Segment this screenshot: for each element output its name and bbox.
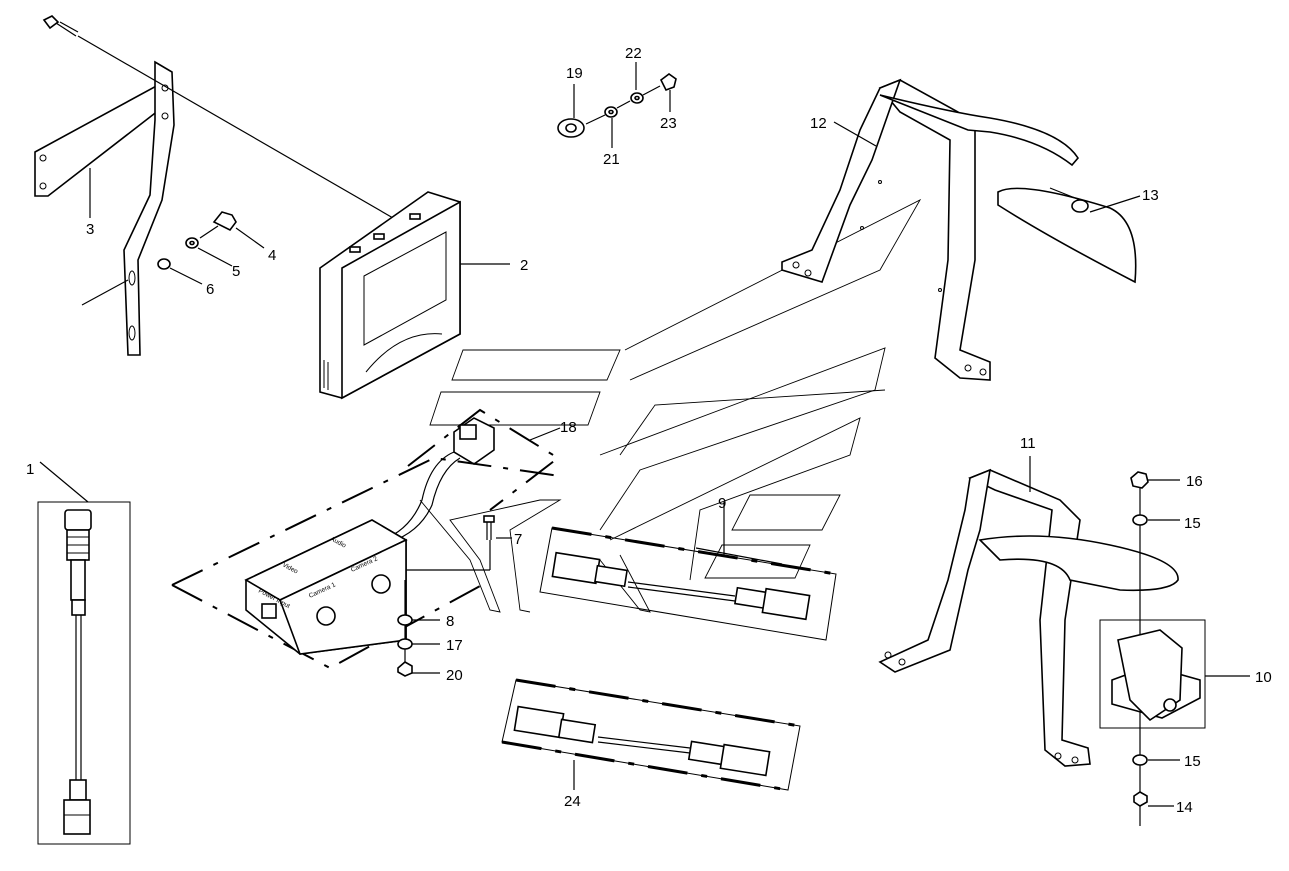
callout-7: 7	[514, 531, 522, 548]
callout-22: 22	[625, 45, 642, 62]
part-2-monitor	[319, 191, 510, 400]
callout-8: 8	[446, 613, 454, 630]
callout-5: 5	[232, 263, 240, 280]
callout-2: 2	[520, 257, 528, 274]
parts-4-5-6-fasteners	[42, 15, 401, 285]
callout-10: 10	[1255, 669, 1272, 686]
callout-6: 6	[206, 281, 214, 298]
callout-15a: 15	[1184, 515, 1201, 532]
part-13-cover	[997, 187, 1141, 284]
callout-14: 14	[1176, 799, 1193, 816]
callout-13: 13	[1142, 187, 1159, 204]
part-10-mount	[1099, 471, 1250, 826]
part-12-seat-frame	[781, 78, 1079, 381]
callout-20: 20	[446, 667, 463, 684]
callout-18: 18	[560, 419, 577, 436]
part-11-seat-frame	[878, 456, 1179, 767]
callout-labels: 1 2 3 4 5 6 7 8 9 10 11 12 13 14 15 15 1…	[26, 45, 1272, 816]
callout-21: 21	[603, 151, 620, 168]
callout-1: 1	[26, 461, 34, 478]
callout-19: 19	[566, 65, 583, 82]
callout-16: 16	[1186, 473, 1203, 490]
callout-17: 17	[446, 637, 463, 654]
control-box: Power Input Camera 1 Camera 2 Video Audi…	[171, 456, 561, 670]
callout-12: 12	[810, 115, 827, 132]
callout-23: 23	[660, 115, 677, 132]
callout-11: 11	[1020, 435, 1036, 452]
ghost-outline	[419, 198, 922, 613]
callout-15b: 15	[1184, 753, 1201, 770]
parts-7-8-17-20-fasteners	[397, 515, 512, 677]
callout-9: 9	[718, 495, 726, 512]
callout-4: 4	[268, 247, 276, 264]
part-1-cable-harness	[37, 461, 131, 845]
part-9-camera-cable	[539, 502, 837, 641]
part-24-camera-cable	[501, 678, 801, 792]
callout-3: 3	[86, 221, 94, 238]
parts-19-21-22-23-fasteners	[557, 62, 677, 148]
callout-24: 24	[564, 793, 581, 810]
part-18-connector	[381, 408, 561, 543]
part-3-bracket	[34, 60, 175, 356]
